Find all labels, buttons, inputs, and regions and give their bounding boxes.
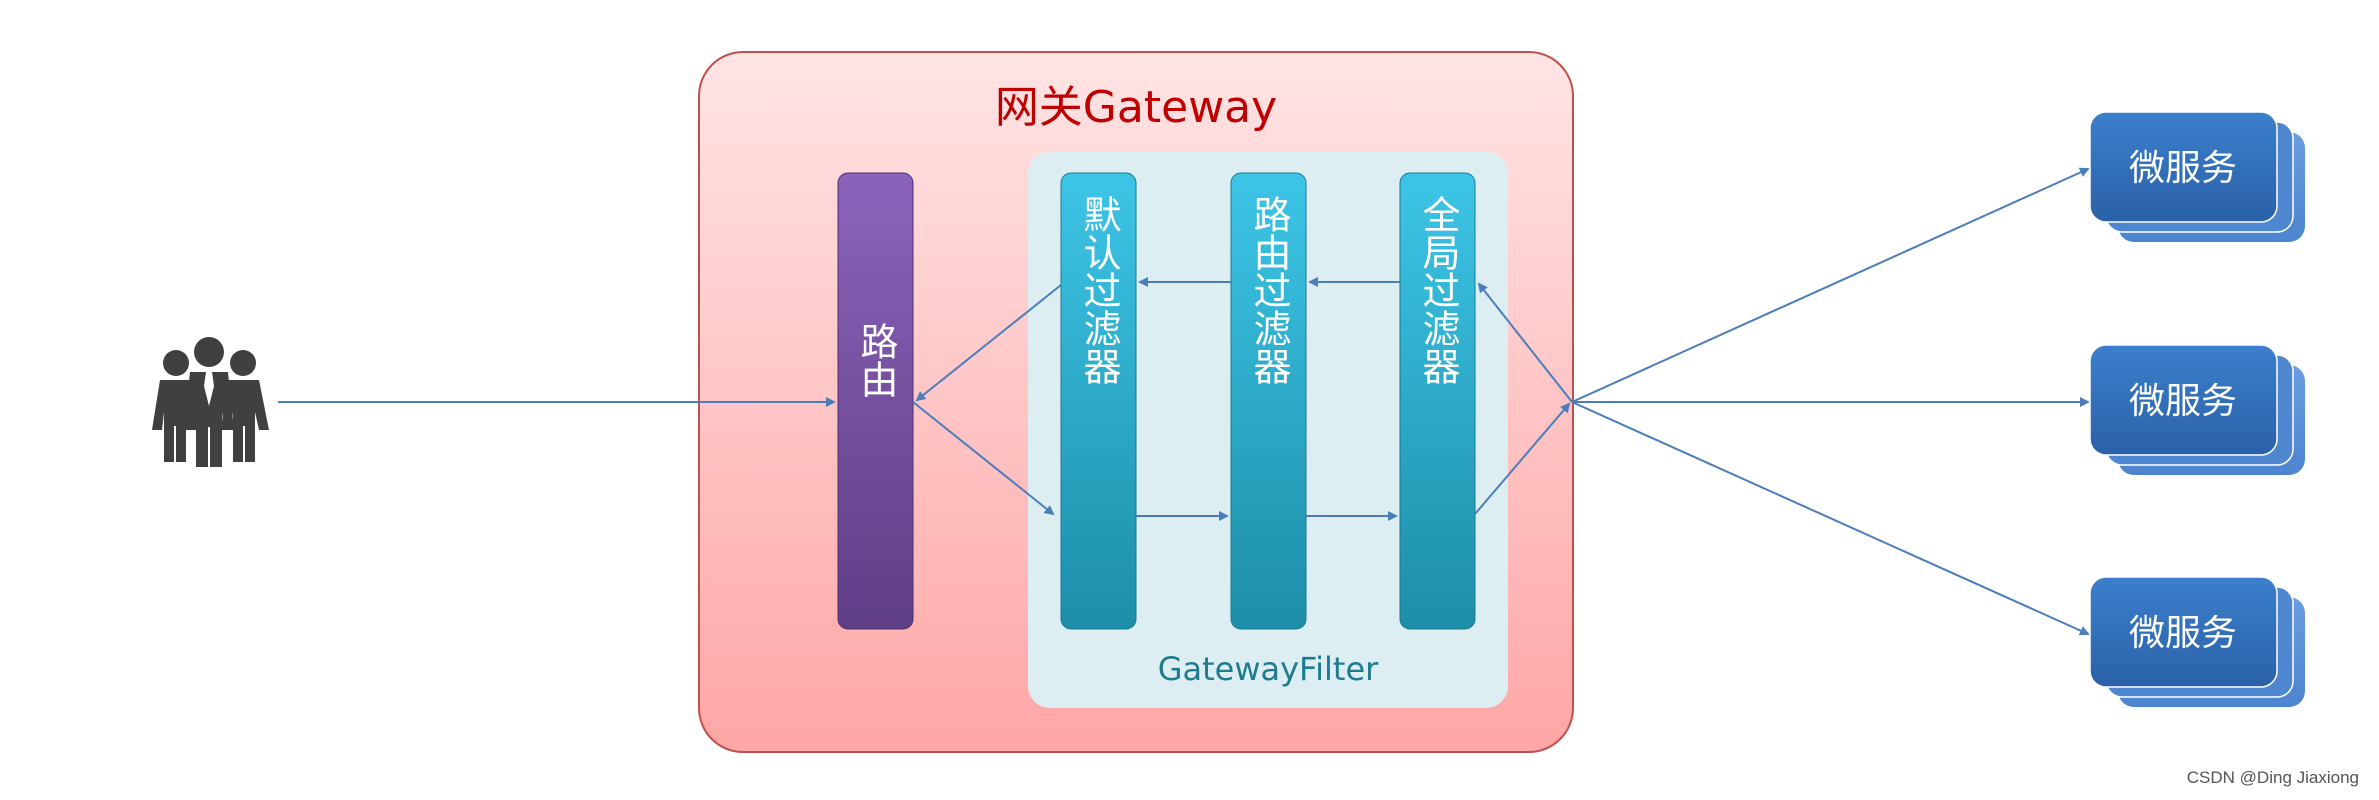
filter-column-route: 路由过滤器	[1230, 172, 1307, 630]
arrow-global-to-hub	[1474, 402, 1571, 515]
arrow-hub-to-global-filter	[1477, 282, 1573, 403]
filter-column-global: 全局过滤器	[1399, 172, 1476, 630]
service-label-3: 微服务	[2129, 613, 2237, 654]
service-label-2: 微服务	[2129, 381, 2237, 422]
arrow-hub-to-service-3	[1571, 401, 2090, 636]
service-label-1: 微服务	[2129, 148, 2237, 189]
arrow-default-filter-to-router	[915, 284, 1062, 402]
service-node-1: 微服务	[2089, 111, 2305, 242]
arrow-hub-to-service-1	[1571, 167, 2090, 403]
filter-label-default: 默认过滤器	[1077, 195, 1121, 385]
filter-area-label: GatewayFilter	[1158, 650, 1379, 688]
filter-column-default: 默认过滤器	[1060, 172, 1137, 630]
filter-label-global: 全局过滤器	[1416, 195, 1460, 385]
service-node-2: 微服务	[2089, 344, 2305, 475]
arrow-router-to-default-filter	[912, 401, 1055, 516]
filter-label-route: 路由过滤器	[1247, 195, 1291, 385]
router-column: 路由	[837, 172, 914, 630]
watermark: CSDN @Ding Jiaxiong	[2186, 768, 2359, 787]
flow-arrows	[278, 167, 2090, 636]
gateway-title: 网关Gateway	[995, 82, 1277, 133]
router-label: 路由	[854, 322, 898, 398]
service-node-3: 微服务	[2089, 576, 2305, 707]
users-group-icon	[152, 337, 269, 467]
